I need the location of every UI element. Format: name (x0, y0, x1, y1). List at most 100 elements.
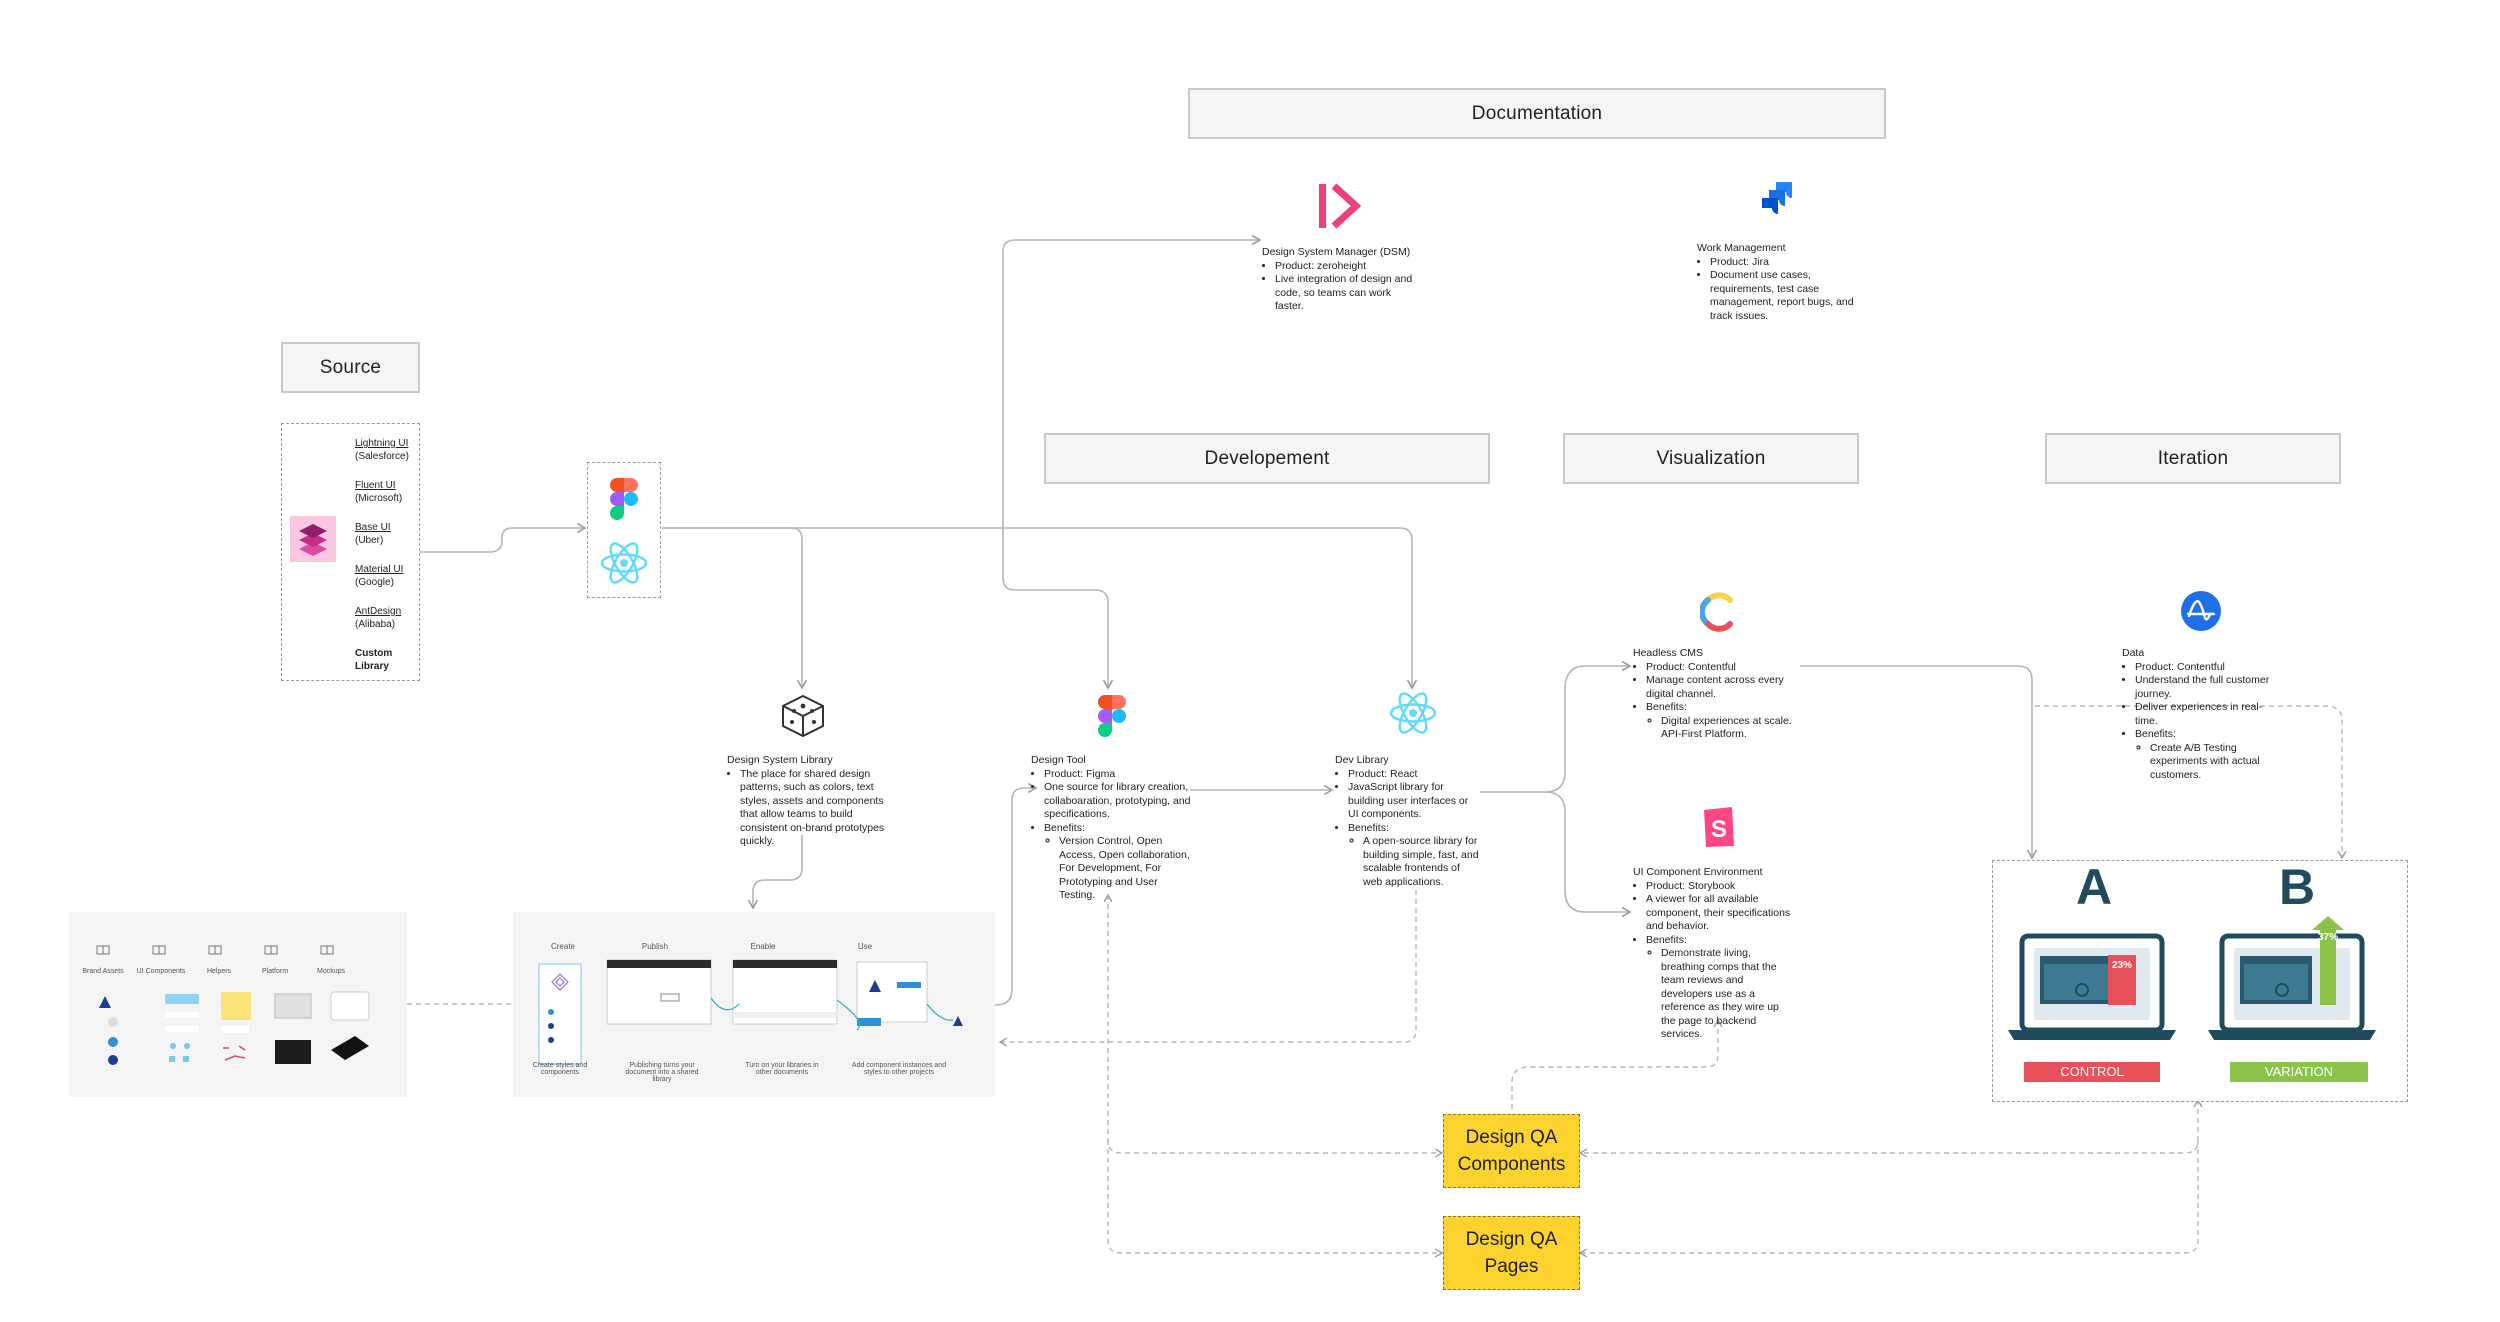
workflow-step-label: Publish (641, 942, 669, 951)
node-bullet: Benefits: (1044, 822, 1191, 836)
edge-dev-to-storybook (1544, 791, 1632, 918)
library-company: (Google) (355, 577, 394, 588)
node-work-management: Work Management Product: Jira Document u… (1697, 242, 1857, 323)
library-company: (Uber) (355, 535, 384, 546)
control-percent: 23% (2112, 960, 2132, 971)
edge-cms-to-ab (1800, 665, 2038, 860)
node-title: UI Component Environment (1633, 866, 1763, 878)
ab-letter-a: A (2076, 859, 2113, 915)
header-visualization: Visualization (1563, 433, 1859, 484)
design-qa-pages[interactable]: Design QA Pages (1443, 1216, 1580, 1290)
laptop-variation: 37% (2208, 916, 2376, 1040)
edge-dsl-to-workflow (747, 835, 803, 910)
edge-ab-to-qa-pages (1578, 1140, 2199, 1258)
workflow-step-label: Use (857, 942, 873, 951)
workflow-step-label: Enable (750, 942, 776, 951)
design-qa-components[interactable]: Design QA Components (1443, 1114, 1580, 1188)
edge-dev-to-cms (1480, 660, 1632, 793)
design-system-cube-icon (779, 693, 827, 739)
node-bullet: Benefits: (1646, 934, 1793, 948)
edge-dev-to-workflow (998, 890, 1417, 1047)
node-sub-bullet: Version Control, Open Access, Open colla… (1059, 835, 1191, 903)
control-label: CONTROL (2024, 1062, 2160, 1082)
node-bullet: The place for shared design patterns, su… (740, 768, 887, 849)
node-sub-bullet: Digital experiences at scale. API-First … (1661, 715, 1793, 742)
workflow-thumbnails (538, 959, 963, 1065)
header-source: Source (281, 342, 420, 393)
node-title: Design System Manager (DSM) (1262, 246, 1411, 258)
library-name: AntDesign (355, 606, 402, 617)
node-bullet: Product: React (1348, 768, 1480, 782)
assets-thumbnails (96, 945, 370, 1065)
node-design-tool: Design Tool Product: Figma One source fo… (1031, 754, 1191, 903)
edge-source-to-tools (420, 522, 587, 553)
node-bullet: JavaScript library for building user int… (1348, 781, 1480, 822)
edge-workflow-to-tool (994, 782, 1038, 1006)
react-icon (1388, 690, 1438, 736)
library-name: Lightning UI (355, 438, 409, 449)
edge-tool-to-qa-pages (1107, 1140, 1444, 1258)
node-sub-bullet: Create A/B Testing experiments with actu… (2150, 742, 2282, 783)
node-bullet: One source for library creation, collabo… (1044, 781, 1191, 822)
node-title: Dev Library (1335, 754, 1389, 766)
node-bullet: Product: Storybook (1646, 880, 1793, 894)
library-company: (Microsoft) (355, 493, 403, 504)
source-library-list: Lightning UI (Salesforce) Fluent UI (Mic… (355, 437, 417, 673)
node-bullet: Product: zeroheight (1275, 260, 1422, 274)
edge-dsm-to-tool (1002, 234, 1262, 690)
node-data: Data Product: Contentful Understand the … (2122, 647, 2282, 782)
node-bullet: Benefits: (1646, 701, 1793, 715)
node-title: Work Management (1697, 242, 1786, 254)
edge-storybook-to-qa (1511, 1018, 1723, 1112)
library-name: Base UI (355, 522, 391, 533)
node-bullet: A viewer for all available component, th… (1646, 893, 1793, 934)
source-library-item[interactable]: Fluent UI (Microsoft) (355, 479, 417, 521)
node-sub-bullet: Demonstrate living, breathing comps that… (1661, 947, 1793, 1042)
node-ui-component-environment: UI Component Environment Product: Storyb… (1633, 866, 1793, 1042)
node-bullet: Deliver experiences in real-time. (2135, 701, 2282, 728)
assets-column-label: UI Components (136, 968, 186, 975)
contentful-icon (1699, 592, 1738, 632)
ab-letter-b: B (2279, 859, 2316, 915)
library-custom: Custom Library (355, 648, 393, 672)
amplitude-icon (2180, 590, 2222, 632)
figma-icon (610, 478, 638, 520)
node-design-system-manager: Design System Manager (DSM) Product: zer… (1262, 246, 1422, 314)
source-library-item[interactable]: Material UI (Google) (355, 563, 417, 605)
workflow-step-label: Create (550, 942, 575, 951)
source-library-item[interactable]: Lightning UI (Salesforce) (355, 437, 417, 479)
workflow-caption: Create styles and components (532, 1062, 588, 1076)
variation-label: VARIATION (2230, 1062, 2368, 1082)
header-documentation: Documentation (1188, 88, 1886, 139)
react-icon (599, 540, 649, 586)
workflow-caption: Turn on your libraries in other document… (745, 1062, 819, 1076)
source-library-item[interactable]: AntDesign (Alibaba) (355, 605, 417, 647)
node-bullet: Live integration of design and code, so … (1275, 273, 1422, 314)
edge-data-to-ab (2035, 705, 2347, 860)
node-title: Design System Library (727, 754, 833, 766)
workflow-caption: Add component instances and styles to ot… (851, 1062, 947, 1076)
header-iteration: Iteration (2045, 433, 2341, 484)
node-bullet: Document use cases, requirements, test c… (1710, 269, 1857, 323)
library-name: Material UI (355, 564, 404, 575)
edge-ab-to-qa-components (1578, 1098, 2203, 1158)
header-development: Developement (1044, 433, 1490, 484)
assets-column-label: Platform (261, 968, 289, 975)
ab-test-illustration: 23% 37% (2008, 916, 2376, 1040)
edge-tool-to-qa-components (1103, 893, 1444, 1158)
node-bullet: Product: Figma (1044, 768, 1191, 782)
assets-panel: Brand Assets UI Components Helpers Platf… (69, 912, 407, 1097)
node-bullet: Benefits: (2135, 728, 2282, 742)
node-title: Data (2122, 647, 2145, 659)
jira-icon (1756, 180, 1794, 218)
edge-tools-to-dev (662, 527, 1418, 690)
library-workflow-panel: Create Publish Enable Use Create styles … (513, 912, 995, 1097)
library-company: (Alibaba) (355, 619, 396, 630)
node-headless-cms: Headless CMS Product: Contentful Manage … (1633, 647, 1793, 742)
node-bullet: Product: Jira (1710, 256, 1857, 270)
source-library-item[interactable]: Base UI (Uber) (355, 521, 417, 563)
storybook-icon: S (1702, 806, 1736, 848)
assets-column-label: Helpers (206, 968, 232, 975)
source-library-item[interactable]: Custom Library (355, 647, 405, 673)
